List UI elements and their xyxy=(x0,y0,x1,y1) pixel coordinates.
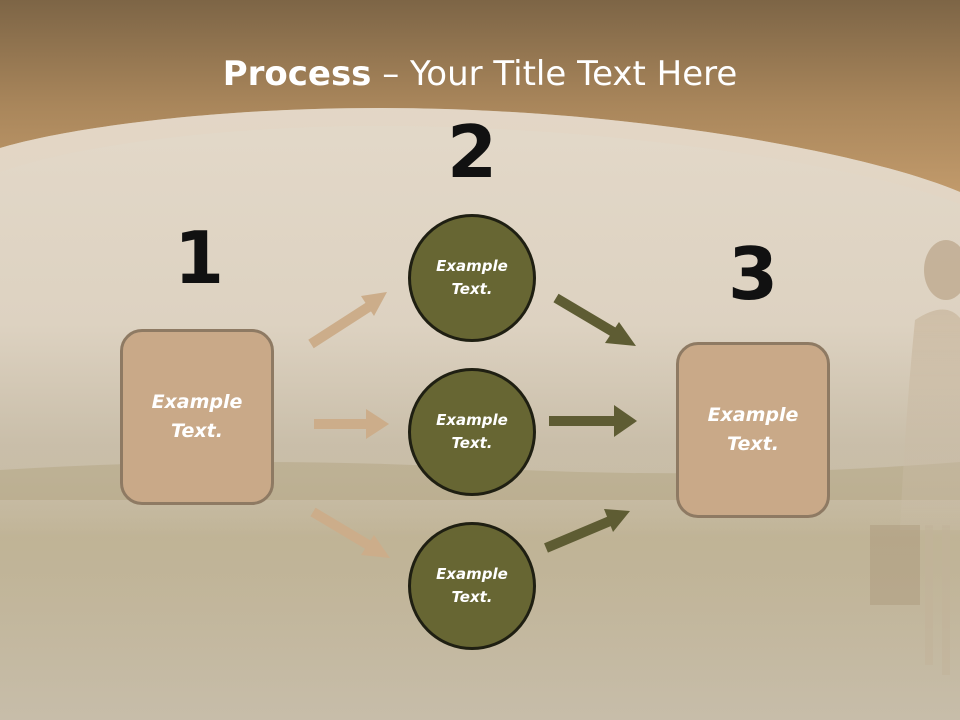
left-box: Example Text. xyxy=(120,329,274,505)
right-box-text: Example Text. xyxy=(707,404,799,455)
arrow-left-to-middle xyxy=(314,409,389,439)
arrow-left-to-bottom xyxy=(310,507,390,558)
arrow-left-to-top xyxy=(308,292,387,349)
title-rest: – Your Title Text Here xyxy=(371,54,738,94)
circle-top: Example Text. xyxy=(408,214,536,342)
figure-silhouette xyxy=(870,240,960,675)
arrow-top-to-right xyxy=(553,293,636,346)
circle-middle-text: Example Text. xyxy=(436,411,508,452)
right-box: Example Text. xyxy=(676,342,830,518)
circle-bottom-text: Example Text. xyxy=(436,565,508,606)
step-number-1: 1 xyxy=(173,216,225,300)
circle-top-text: Example Text. xyxy=(436,257,508,298)
left-box-text: Example Text. xyxy=(151,391,243,442)
slide-title: Process – Your Title Text Here xyxy=(0,52,960,96)
circle-middle: Example Text. xyxy=(408,368,536,496)
arrow-bottom-to-right xyxy=(544,509,630,553)
title-bold: Process xyxy=(222,54,372,94)
step-number-2: 2 xyxy=(446,110,498,194)
step-number-3: 3 xyxy=(727,232,779,316)
arrow-middle-to-right xyxy=(549,405,637,437)
circle-bottom: Example Text. xyxy=(408,522,536,650)
